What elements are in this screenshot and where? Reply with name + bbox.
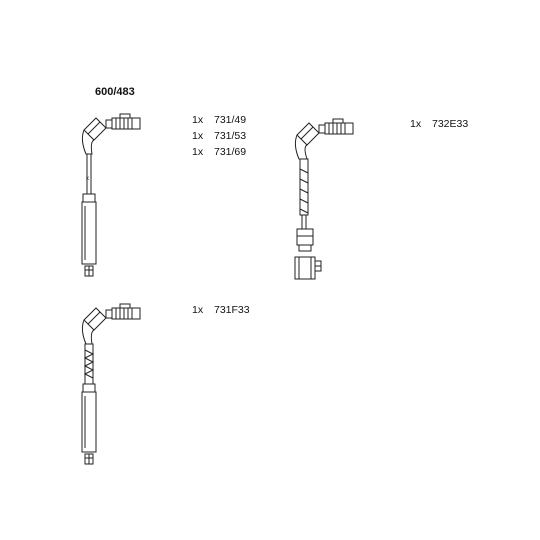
cable: x xyxy=(86,154,91,194)
ignition-lead-a-drawing: x xyxy=(70,110,150,280)
part-row: 1x 732E33 xyxy=(410,116,468,132)
part-code: 731/69 xyxy=(214,146,247,158)
parts-list-group-a: 1x 731/49 1x 731/53 1x 731/69 xyxy=(192,112,246,160)
connector-boot xyxy=(297,229,313,251)
angled-boot xyxy=(82,308,106,344)
part-quantity: 1x xyxy=(192,146,204,158)
zigzag-cable xyxy=(85,344,93,384)
part-quantity: 1x xyxy=(192,304,204,316)
part-code: 731/49 xyxy=(214,114,247,126)
spark-plug-terminal-cap xyxy=(106,304,140,319)
svg-text:x: x xyxy=(86,176,89,182)
parts-list-group-b: 1x 732E33 xyxy=(410,116,468,132)
part-code: 731/53 xyxy=(214,130,247,142)
coil-boot xyxy=(82,384,96,452)
striped-cable xyxy=(300,159,308,215)
coil-boot xyxy=(82,194,96,264)
coil-terminal xyxy=(85,266,93,276)
parts-list-group-c: 1x 731F33 xyxy=(192,302,250,318)
spark-plug-terminal-cap xyxy=(319,119,353,134)
part-quantity: 1x xyxy=(192,114,204,126)
part-row: 1x 731/69 xyxy=(192,144,246,160)
part-row: 1x 731/53 xyxy=(192,128,246,144)
angled-boot xyxy=(82,118,106,154)
ignition-lead-b-drawing xyxy=(285,115,365,285)
part-row: 1x 731F33 xyxy=(192,302,250,318)
part-code: 731F33 xyxy=(214,304,250,316)
kit-number: 600/483 xyxy=(95,86,135,98)
ignition-lead-c-drawing xyxy=(70,300,150,470)
part-quantity: 1x xyxy=(192,130,204,142)
cable xyxy=(302,215,306,229)
angled-boot xyxy=(295,123,319,159)
part-row: 1x 731/49 xyxy=(192,112,246,128)
connector-terminal xyxy=(295,257,321,279)
coil-terminal xyxy=(85,454,93,464)
part-code: 732E33 xyxy=(432,118,469,130)
spark-plug-terminal-cap xyxy=(106,114,140,129)
part-quantity: 1x xyxy=(410,118,422,130)
